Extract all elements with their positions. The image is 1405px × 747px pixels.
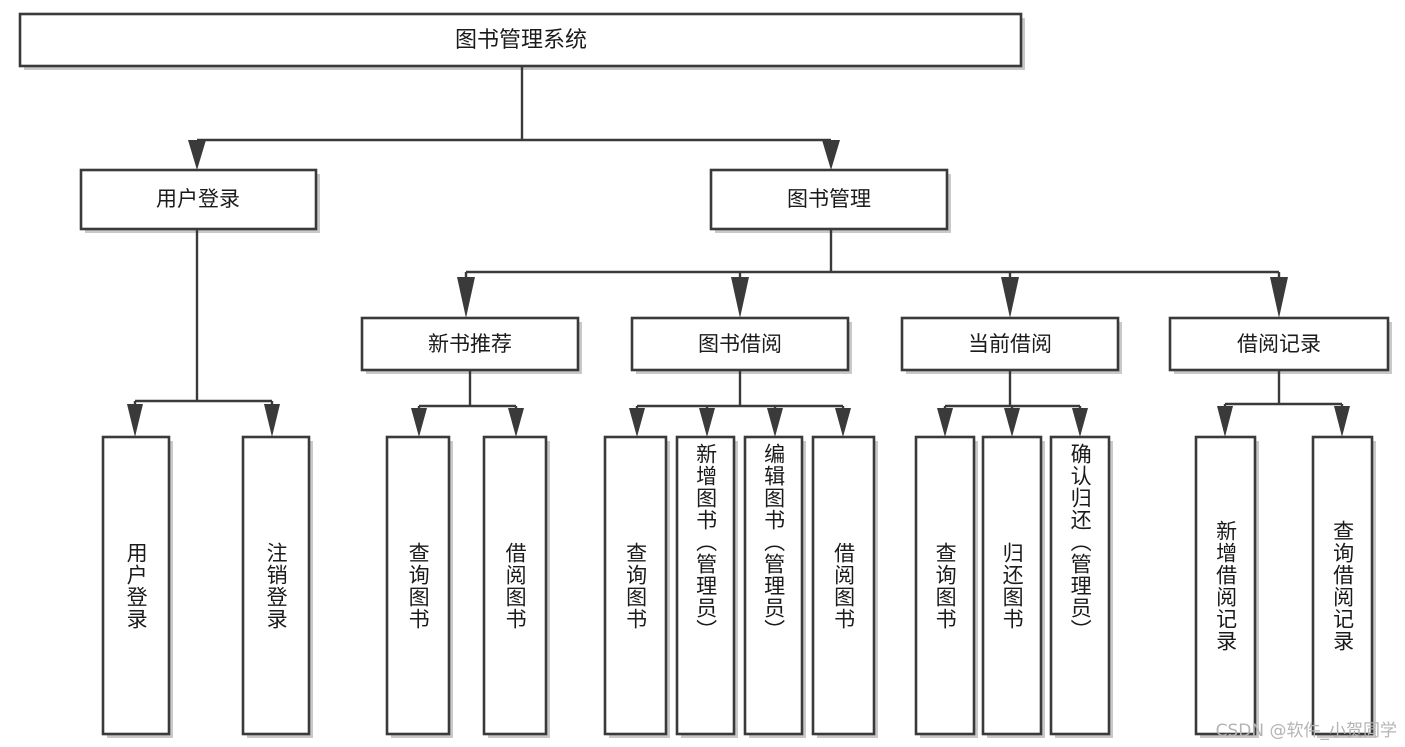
node-new-book-recommend[interactable] <box>360 316 582 374</box>
connector-current-borrow-to-leaves <box>937 370 1088 437</box>
connector-user-login-to-leaves <box>127 229 280 437</box>
connector-new-book-to-leaves <box>411 370 524 437</box>
connector-root-to-level2 <box>188 66 840 170</box>
leaf-box-new-book-0[interactable] <box>385 435 453 738</box>
leaf-box-user-login-1[interactable] <box>241 435 313 738</box>
level2-label-1: 图书管理 <box>787 187 871 211</box>
level3-label-1: 图书借阅 <box>698 332 782 356</box>
connector-borrow-record-to-leaves <box>1217 370 1350 437</box>
level3-label-3: 借阅记录 <box>1237 332 1321 356</box>
connector-book-manage-to-level3 <box>457 229 1288 318</box>
user-login-box <box>79 168 318 231</box>
current-borrow-box <box>900 316 1120 372</box>
leaf-box-current-borrow-2[interactable] <box>1049 435 1113 738</box>
leaf-box-user-login-0[interactable] <box>101 435 173 738</box>
arrow-head-to-user-login <box>188 140 206 170</box>
book-manage-box <box>709 168 949 231</box>
node-book-manage[interactable] <box>709 168 951 233</box>
connector-book-borrow-to-leaves <box>629 370 851 437</box>
leaf-box-new-book-1[interactable] <box>482 435 550 738</box>
leaf-box-current-borrow-1[interactable] <box>981 435 1045 738</box>
level3-label-2: 当前借阅 <box>968 332 1052 356</box>
leaf-box-book-borrow-1[interactable] <box>675 435 738 738</box>
node-book-borrow[interactable] <box>630 316 852 374</box>
leaf-box-current-borrow-0[interactable] <box>914 435 978 738</box>
level3-label-0: 新书推荐 <box>428 332 512 356</box>
new-book-box <box>360 316 580 372</box>
leaf-box-book-borrow-2[interactable] <box>743 435 806 738</box>
node-borrow-record[interactable] <box>1168 316 1392 374</box>
leaf-box-borrow-record-0[interactable] <box>1194 435 1259 738</box>
root-box <box>18 12 1023 68</box>
borrow-record-box <box>1168 316 1390 372</box>
node-root[interactable] <box>18 12 1025 70</box>
node-user-login[interactable] <box>79 168 320 233</box>
level2-label-0: 用户登录 <box>156 187 240 211</box>
leaf-box-borrow-record-1[interactable] <box>1311 435 1376 738</box>
root-label: 图书管理系统 <box>455 28 587 53</box>
leaf-box-book-borrow-3[interactable] <box>811 435 878 738</box>
arrow-head-to-book-manage <box>822 140 840 170</box>
leaf-box-book-borrow-0[interactable] <box>603 435 670 738</box>
node-current-borrow[interactable] <box>900 316 1122 374</box>
